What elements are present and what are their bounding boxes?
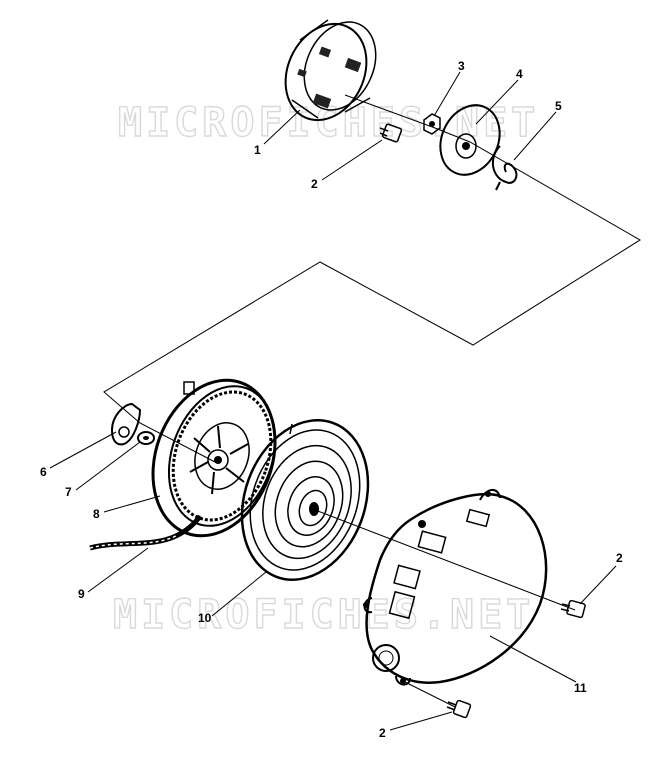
bolt-part-upper (379, 123, 403, 143)
callout-9: 9 (78, 587, 85, 601)
starter-housing-part (363, 489, 548, 686)
callout-11: 11 (574, 681, 587, 695)
nut-part (423, 113, 441, 135)
callout-3: 3 (458, 59, 465, 73)
recoil-spring-part (240, 419, 370, 581)
bolt-part-right (560, 599, 586, 619)
rope-reel-part (151, 378, 277, 538)
callout-labels: 1 2 3 4 5 6 7 8 9 10 2 11 2 (40, 59, 623, 740)
callout-5: 5 (555, 99, 562, 113)
callout-6: 6 (40, 465, 47, 479)
bushing-part (137, 431, 155, 445)
callout-10: 10 (198, 611, 212, 625)
starter-rope-part (89, 514, 203, 551)
drive-cup-part (284, 19, 377, 122)
watermark-top: MICROFICHES.NET (118, 100, 539, 146)
watermark-bottom: MICROFICHES.NET (113, 592, 534, 638)
leader-lines (49, 71, 617, 731)
callout-1: 1 (254, 143, 261, 157)
bolt-part-lower (402, 680, 472, 719)
callout-8: 8 (93, 507, 100, 521)
callout-2-lower: 2 (379, 726, 386, 740)
retaining-clip-part (491, 145, 518, 191)
callout-7: 7 (65, 485, 72, 499)
callout-2-right: 2 (616, 551, 623, 565)
callout-4: 4 (516, 67, 523, 81)
callout-2-upper: 2 (311, 177, 318, 191)
pawl-lever-part (110, 402, 142, 446)
assembly-centerline (103, 94, 641, 611)
